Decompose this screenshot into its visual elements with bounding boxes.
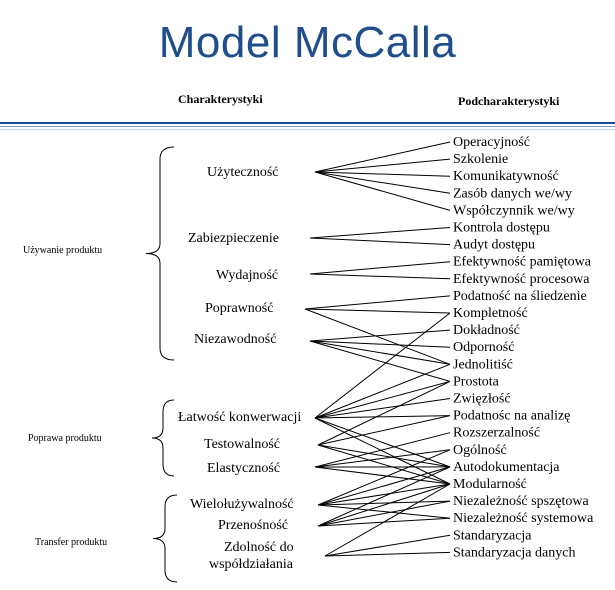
connection-line <box>317 444 451 485</box>
subcharacteristic-label: Ogólność <box>453 443 507 458</box>
characteristic-label: współdziałania <box>209 557 294 572</box>
connection-line <box>317 449 451 506</box>
connection-line <box>314 449 451 468</box>
connection-line <box>317 500 451 527</box>
characteristic-label: Wielołużywalność <box>190 497 294 512</box>
characteristic-label: Niezawodność <box>194 332 276 347</box>
page-title: Model McCalla <box>158 18 457 67</box>
connection-line <box>314 171 451 177</box>
characteristic-label: Wydajność <box>216 268 278 283</box>
connection-lines <box>304 141 451 557</box>
characteristic-label: Elastyczność <box>207 461 280 476</box>
subcharacteristic-label: Autodokumentacja <box>453 460 560 475</box>
group-brace <box>151 399 175 477</box>
subcharacteristic-label: Współczynnik we/wy <box>453 203 575 218</box>
subcharacteristic-label: Jednolitiść <box>453 357 513 372</box>
connection-line <box>317 415 451 446</box>
subcharacteristic-label: Kontrola dostępu <box>453 221 550 236</box>
connection-line <box>304 295 451 310</box>
group-braces <box>145 146 178 583</box>
subcharacteristic-label: Niezależność systemowa <box>453 511 594 526</box>
characteristic-label: Przenośność <box>218 518 288 533</box>
subcharacteristic-label: Operacyjność <box>453 135 530 150</box>
subcharacteristic-label: Prostota <box>453 374 500 389</box>
subcharacteristic-label: Zasób danych we/wy <box>453 186 572 201</box>
connection-line <box>309 340 451 365</box>
connection-line <box>314 158 451 173</box>
characteristic-label: Zdolność do <box>224 540 294 555</box>
characteristics-column: Użyteczność Zabiezpieczenie Wydajność Po… <box>178 165 301 572</box>
connection-line <box>317 466 451 527</box>
characteristic-label: Użyteczność <box>207 165 279 180</box>
subcharacteristic-label: Modularność <box>453 477 527 492</box>
connection-line <box>309 340 451 382</box>
connection-line <box>314 417 451 468</box>
connection-line <box>309 273 451 280</box>
subcharacteristic-label: Standaryzacja danych <box>453 545 575 560</box>
subcharacteristic-label: Standaryzacja <box>453 528 532 543</box>
characteristic-label: Zabiezpieczenie <box>188 231 279 246</box>
group-brace <box>145 146 175 361</box>
group-label-revision: Poprawa produktu <box>28 433 102 444</box>
connection-line <box>324 483 451 557</box>
connection-line <box>314 141 451 173</box>
connection-line <box>317 380 451 446</box>
subcharacteristic-label: Niezależność spszętowa <box>453 494 589 509</box>
connection-line <box>317 483 451 527</box>
connection-line <box>314 417 451 485</box>
subcharacteristics-column: OperacyjnośćSzkolenieKomunikatywnośćZasó… <box>453 135 594 560</box>
characteristics-header: Charakterystyki <box>178 92 263 106</box>
connection-line <box>317 444 451 468</box>
connection-line <box>317 500 451 506</box>
connection-line <box>317 504 451 519</box>
connection-line <box>309 227 451 239</box>
connection-line <box>309 237 451 246</box>
connection-line <box>304 308 451 314</box>
subcharacteristic-label: Szkolenie <box>453 152 508 167</box>
subcharacteristic-label: Rozszerzalność <box>453 426 540 441</box>
connection-line <box>314 398 451 419</box>
connection-line <box>309 261 451 275</box>
subcharacteristic-label: Zwięzłość <box>453 392 511 407</box>
subcharacteristic-label: Kompletność <box>453 306 528 321</box>
characteristic-label: Łatwość konwerwacji <box>178 410 301 425</box>
connection-line <box>314 380 451 419</box>
subcharacteristic-label: Dokładność <box>453 323 520 338</box>
connection-line <box>317 466 451 506</box>
connection-line <box>317 483 451 506</box>
connection-line <box>314 171 451 211</box>
header-rule-light <box>0 129 615 130</box>
characteristic-label: Testowalność <box>204 437 280 452</box>
connection-line <box>314 312 451 419</box>
subcharacteristic-label: Efektywność pamiętowa <box>453 255 592 270</box>
subcharacteristic-label: Podatnośc na analizę <box>453 409 570 424</box>
connection-line <box>314 415 451 419</box>
subcharacteristic-label: Podatność na śliedzenie <box>453 289 587 304</box>
group-label-transition: Transfer produktu <box>35 537 107 548</box>
group-brace <box>152 494 178 583</box>
connection-line <box>314 171 451 194</box>
connection-line <box>309 329 451 342</box>
subcharacteristics-header: Podcharakterystyki <box>458 94 560 108</box>
characteristic-label: Poprawność <box>205 301 273 316</box>
connection-line <box>324 551 451 557</box>
subcharacteristic-label: Audyt dostępu <box>453 238 535 253</box>
header-rule-mid <box>0 126 615 127</box>
header-rule-dark <box>0 122 615 124</box>
group-label-usage: Używanie produktu <box>23 245 102 256</box>
connection-line <box>314 432 451 468</box>
connection-line <box>314 363 451 419</box>
connection-line <box>324 534 451 557</box>
subcharacteristic-label: Efektywność procesowa <box>453 272 590 287</box>
connection-line <box>314 466 451 485</box>
subcharacteristic-label: Komunikatywność <box>453 169 559 184</box>
connection-line <box>309 340 451 348</box>
connection-line <box>304 308 451 365</box>
subcharacteristic-label: Odporność <box>453 340 514 355</box>
